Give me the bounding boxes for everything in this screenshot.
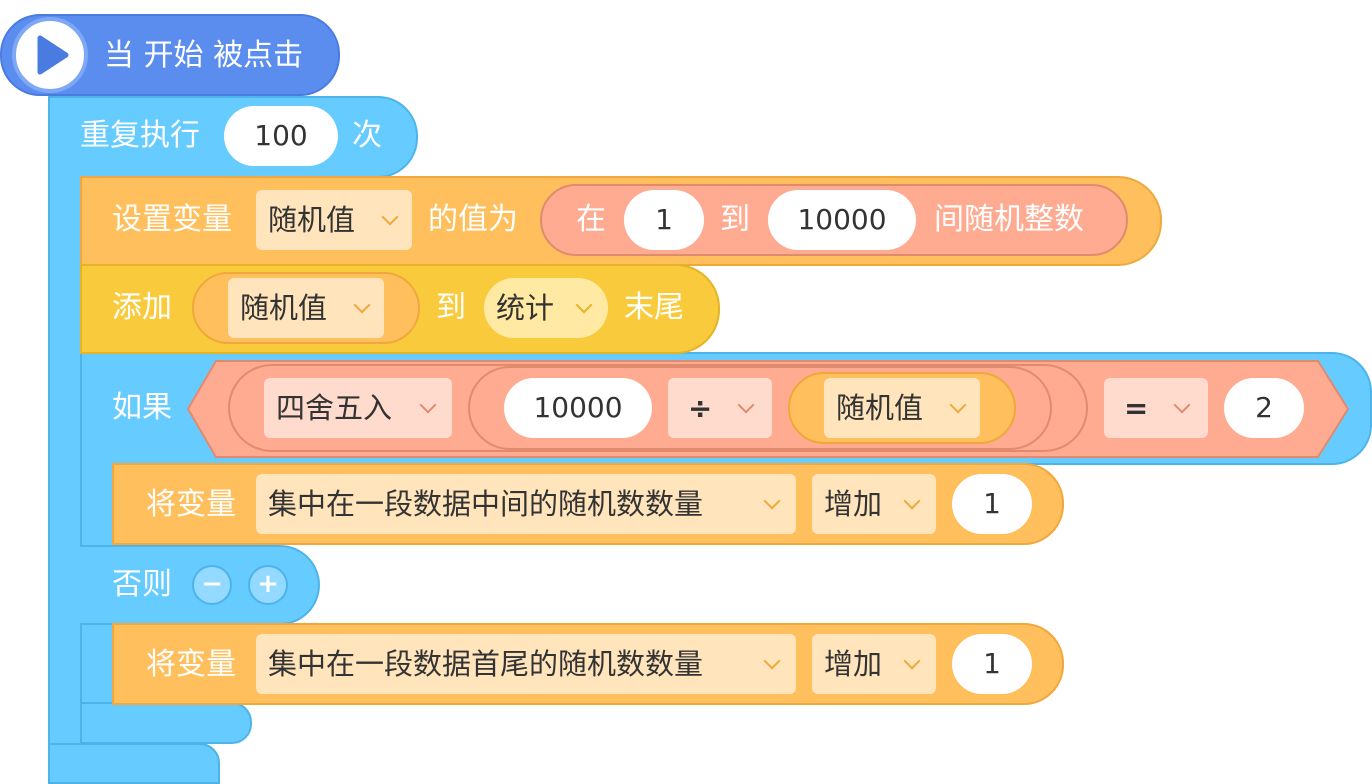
compare-op-label: = — [1124, 391, 1149, 425]
change-variable-label-1: 将变量 — [146, 487, 236, 522]
chevron-down-icon — [763, 652, 781, 670]
set-variable-name: 随机值 — [268, 203, 356, 237]
repeat-block-arm — [48, 170, 82, 784]
add-variable-dropdown[interactable]: 随机值 — [228, 278, 384, 338]
change-variable-name-1: 集中在一段数据中间的随机数数量 — [268, 487, 704, 521]
change-amount-input-1[interactable]: 1 — [952, 474, 1032, 534]
add-variable-name: 随机值 — [240, 291, 328, 325]
divide-op-dropdown[interactable]: ÷ — [668, 378, 772, 438]
chevron-down-icon — [381, 208, 399, 226]
chevron-down-icon — [903, 652, 921, 670]
set-variable-label: 设置变量 — [112, 202, 232, 237]
list-name: 统计 — [496, 291, 555, 325]
plus-icon: + — [257, 569, 279, 599]
set-value-label: 的值为 — [428, 202, 518, 237]
divide-op-label: ÷ — [688, 391, 713, 425]
chevron-down-icon — [737, 396, 755, 414]
chevron-down-icon — [903, 492, 921, 510]
random-prefix: 在 — [576, 202, 606, 237]
chevron-down-icon — [419, 396, 437, 414]
repeat-suffix: 次 — [352, 118, 382, 153]
chevron-down-icon — [353, 296, 371, 314]
compare-op-dropdown[interactable]: = — [1104, 378, 1208, 438]
change-variable-dropdown-1[interactable]: 集中在一段数据中间的随机数数量 — [256, 474, 796, 534]
repeat-label: 重复执行 — [80, 118, 200, 153]
chevron-down-icon — [763, 492, 781, 510]
remove-branch-button[interactable]: − — [192, 565, 232, 605]
compare-value-input[interactable]: 2 — [1224, 378, 1304, 438]
change-op-label-2: 增加 — [824, 647, 883, 681]
round-op-label: 四舍五入 — [276, 391, 393, 425]
divisor-variable-name: 随机值 — [836, 391, 924, 425]
random-from-input[interactable]: 1 — [624, 190, 704, 250]
repeat-block-foot — [48, 743, 220, 784]
minus-icon: − — [201, 569, 223, 599]
change-op-dropdown-1[interactable]: 增加 — [812, 474, 936, 534]
add-branch-button[interactable]: + — [248, 565, 288, 605]
change-variable-dropdown-2[interactable]: 集中在一段数据首尾的随机数数量 — [256, 634, 796, 694]
random-suffix: 间随机整数 — [934, 202, 1084, 237]
play-button[interactable] — [12, 17, 88, 93]
if-else-foot — [80, 702, 252, 744]
list-dropdown[interactable]: 统计 — [484, 278, 608, 338]
change-variable-label-2: 将变量 — [146, 647, 236, 682]
change-amount-input-2[interactable]: 1 — [952, 634, 1032, 694]
set-variable-dropdown[interactable]: 随机值 — [256, 190, 412, 250]
add-to-label: 到 — [436, 290, 466, 325]
dividend-input[interactable]: 10000 — [504, 378, 652, 438]
hat-label: 当 开始 被点击 — [104, 38, 304, 73]
repeat-count-input[interactable]: 100 — [224, 106, 338, 166]
change-op-label-1: 增加 — [824, 487, 883, 521]
divisor-variable-dropdown[interactable]: 随机值 — [824, 378, 980, 438]
play-icon — [37, 35, 69, 75]
round-op-dropdown[interactable]: 四舍五入 — [264, 378, 452, 438]
chevron-down-icon — [949, 396, 967, 414]
add-suffix: 末尾 — [624, 290, 684, 325]
random-to-label: 到 — [720, 202, 750, 237]
chevron-down-icon — [575, 296, 593, 314]
change-op-dropdown-2[interactable]: 增加 — [812, 634, 936, 694]
change-variable-name-2: 集中在一段数据首尾的随机数数量 — [268, 647, 704, 681]
if-label: 如果 — [112, 390, 172, 425]
chevron-down-icon — [1173, 396, 1191, 414]
add-label: 添加 — [112, 290, 172, 325]
random-to-input[interactable]: 10000 — [768, 190, 916, 250]
else-label: 否则 — [112, 567, 172, 602]
